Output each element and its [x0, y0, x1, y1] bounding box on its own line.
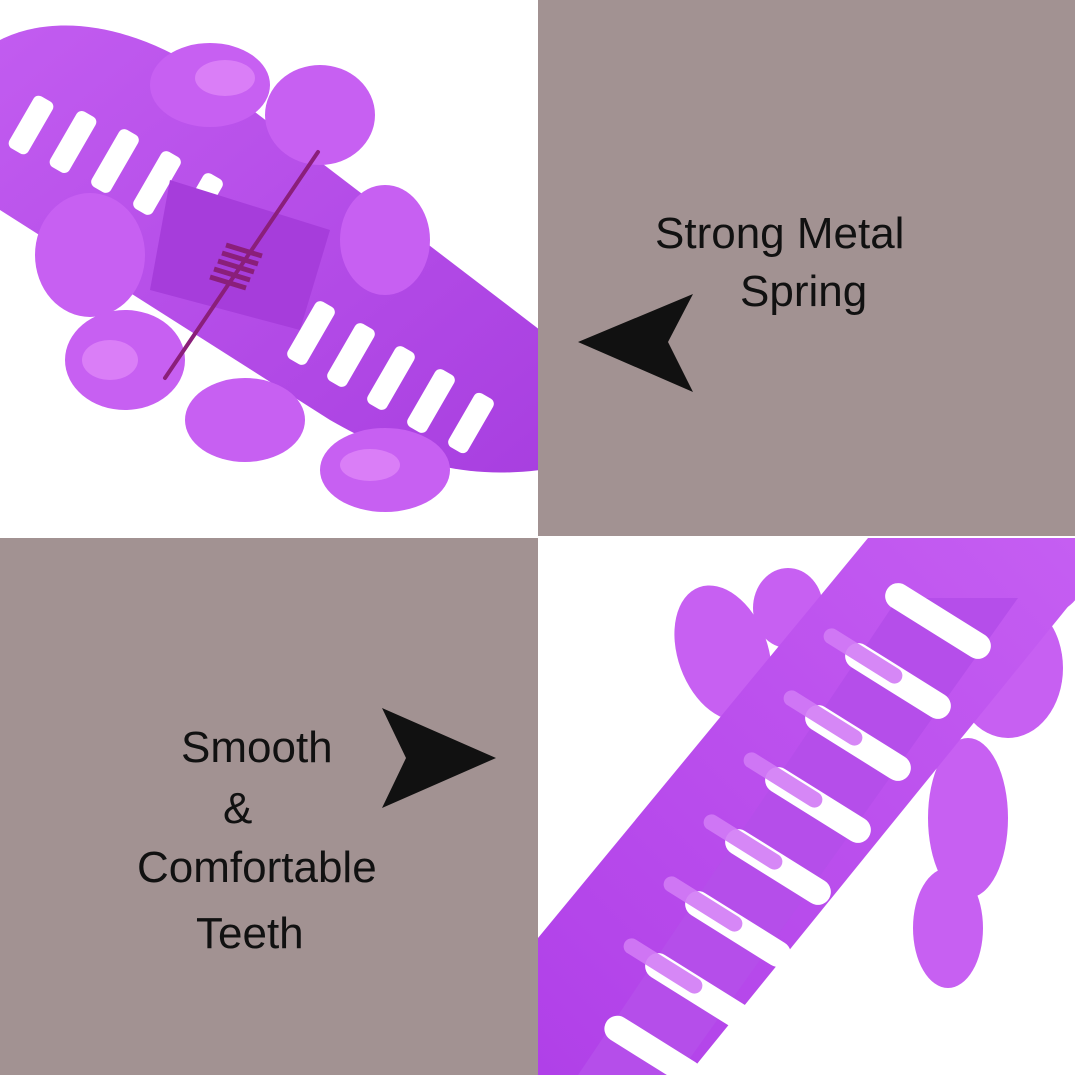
teeth-caption-line4: Teeth — [196, 909, 304, 958]
right-arrowhead-icon — [382, 708, 496, 808]
teeth-caption-line3: Comfortable — [137, 843, 377, 892]
claw-clip-spring-photo — [0, 25, 538, 512]
teeth-caption-line1: Smooth — [181, 723, 333, 772]
spring-caption-line1: Strong Metal — [655, 209, 905, 258]
teeth-caption-line2: & — [223, 784, 253, 833]
spring-caption-line2: Spring — [740, 267, 868, 316]
spring-caption-panel: Strong Metal Spring — [538, 0, 1075, 536]
spring-photo-panel — [0, 0, 538, 536]
left-arrowhead-icon — [578, 294, 693, 392]
teeth-caption-panel: Smooth & Comfortable Teeth — [0, 538, 538, 1075]
claw-clip-teeth-photo — [538, 538, 1075, 1075]
teeth-photo-panel — [538, 538, 1075, 1075]
